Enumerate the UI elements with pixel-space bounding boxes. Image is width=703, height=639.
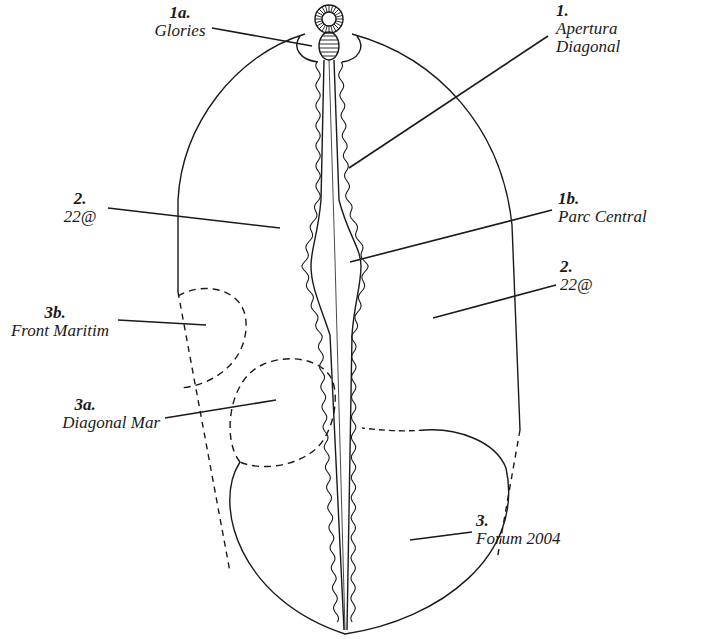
callout-number: 1a. (140, 4, 220, 22)
roundabout-tick (333, 25, 337, 31)
forum-boundary (362, 428, 425, 431)
leader-line (212, 28, 312, 46)
roundabout-tick (331, 26, 333, 33)
leader-line (349, 36, 548, 168)
callout-number: 3b. (30, 304, 80, 322)
leader-line (433, 285, 556, 318)
ring-tick (320, 52, 338, 53)
area-name: Apertura Diagonal (556, 20, 666, 56)
leader-line (410, 532, 472, 540)
callout-number: 2. (560, 258, 600, 276)
callout-number: 2. (50, 190, 110, 208)
area-name: 22@ (50, 208, 110, 226)
glories-region (342, 36, 361, 62)
roundabout-tick (325, 5, 327, 12)
forum-region (230, 430, 509, 634)
area-name: Forum 2004 (476, 530, 586, 548)
callout-number: 3. (476, 512, 516, 530)
roundabout-tick (331, 5, 333, 12)
leader-line (118, 320, 206, 325)
roundabout-tick (315, 19, 322, 20)
front-maritim-region (178, 289, 246, 388)
area-name: Glories (140, 22, 220, 40)
roundabout-tick (315, 21, 322, 23)
roundabout-tick (336, 21, 343, 23)
callout-number: 3a. (60, 396, 110, 414)
glories-ring (319, 32, 339, 60)
area-name: Parc Central (558, 208, 688, 226)
district-outline (178, 34, 305, 292)
leader-line (350, 210, 552, 262)
area-name: 22@ (560, 276, 620, 294)
tree-line (339, 62, 368, 622)
glories-region (297, 36, 318, 62)
glories-circle (322, 12, 336, 26)
diagonal-mar-region (230, 359, 335, 467)
area-name: Front Maritim (4, 322, 116, 340)
glories-circle (315, 5, 343, 33)
roundabout-tick (317, 23, 323, 27)
roundabout-tick (322, 7, 326, 13)
roundabout-tick (336, 15, 343, 17)
callout-number: 1b. (558, 190, 598, 208)
roundabout-tick (336, 19, 343, 20)
roundabout-tick (325, 26, 327, 33)
roundabout-tick (315, 15, 322, 17)
roundabout-tick (329, 26, 330, 33)
callout-number: 1. (556, 2, 596, 20)
roundabout-tick (335, 12, 341, 16)
leader-line (108, 208, 280, 228)
roundabout-tick (329, 5, 330, 12)
leader-line (165, 400, 276, 418)
ring-tick (319, 44, 339, 45)
district-outline (352, 34, 520, 430)
ring-tick (319, 48, 339, 49)
dashed-boundary (178, 292, 230, 572)
ring-tick (322, 36, 336, 37)
area-name: Diagonal Mar (40, 414, 160, 432)
tree-line (302, 62, 339, 622)
ring-tick (320, 40, 338, 41)
ring-tick (322, 56, 336, 57)
